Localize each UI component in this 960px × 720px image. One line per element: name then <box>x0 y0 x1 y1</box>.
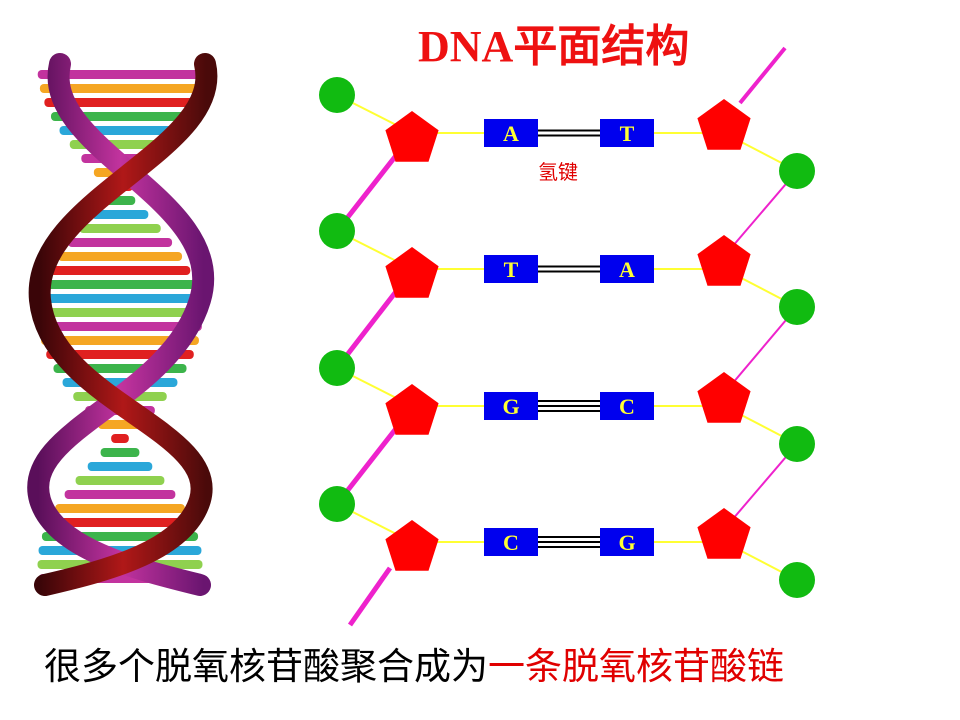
base-box-right <box>600 119 654 147</box>
base-letter-left: G <box>502 394 519 419</box>
helix-strand-front <box>28 53 218 596</box>
caption-black-text: 很多个脱氧核苷酸聚合成为 <box>44 645 488 688</box>
helix-rung <box>111 434 129 443</box>
page-title: DNA平面结构 <box>418 22 690 71</box>
phosphate-icon <box>319 77 355 113</box>
sugar-pentagon-icon <box>385 111 439 162</box>
helix-rung <box>39 294 201 303</box>
helix-strand-back <box>27 53 214 596</box>
base-box-right <box>600 392 654 420</box>
helix-rung <box>47 518 193 527</box>
phosphate-icon <box>319 213 355 249</box>
base-box-left <box>484 392 538 420</box>
helix-rung <box>49 266 191 275</box>
backbone-tail-top <box>738 46 787 105</box>
helix-rung <box>64 490 176 499</box>
helix-rung <box>75 476 165 485</box>
phosphate-icon <box>779 562 815 598</box>
phosphate-icon <box>779 153 815 189</box>
helix-rung <box>38 322 202 331</box>
base-letter-left: A <box>503 121 519 146</box>
base-box-left <box>484 119 538 147</box>
caption-red-text: 一条脱氧核苷酸链 <box>488 645 784 688</box>
helix-rung <box>43 280 197 289</box>
sugar-pentagon-icon <box>385 520 439 571</box>
sugar-pentagon-icon <box>697 508 751 559</box>
helix-rung <box>41 336 199 345</box>
helix-rung <box>37 308 203 317</box>
base-letter-right: C <box>619 394 635 419</box>
helix-rung <box>91 210 149 219</box>
helix-rung <box>100 448 140 457</box>
hydrogen-bond-label: 氢键 <box>538 160 578 184</box>
backbone-tail-bottom <box>347 566 393 627</box>
base-box-left <box>484 528 538 556</box>
sugar-pentagon-icon <box>697 235 751 286</box>
base-letter-right: G <box>618 530 635 555</box>
base-pairs: A T T A G C C G <box>319 77 815 598</box>
base-letter-left: T <box>504 257 519 282</box>
helix-rung <box>37 70 203 79</box>
base-letter-right: T <box>620 121 635 146</box>
sugar-pentagon-icon <box>385 247 439 298</box>
helix-rung <box>67 238 173 247</box>
sugar-pentagon-icon <box>385 384 439 435</box>
phosphate-icon <box>779 289 815 325</box>
base-box-right <box>600 528 654 556</box>
base-box-left <box>484 255 538 283</box>
base-box-right <box>600 255 654 283</box>
base-letter-right: A <box>619 257 635 282</box>
phosphate-icon <box>319 350 355 386</box>
helix-rung <box>39 84 201 93</box>
sugar-pentagon-icon <box>697 372 751 423</box>
phosphate-icon <box>779 426 815 462</box>
helix-rung <box>87 462 153 471</box>
helix-rung <box>57 252 183 261</box>
sugar-pentagon-icon <box>697 99 751 150</box>
caption: 很多个脱氧核苷酸聚合成为一条脱氧核苷酸链 <box>44 636 784 690</box>
phosphate-icon <box>319 486 355 522</box>
helix-rung <box>44 98 196 107</box>
helix-rung <box>79 224 161 233</box>
helix-rung <box>55 504 185 513</box>
dna-helix-illustration <box>27 53 218 596</box>
base-letter-left: C <box>503 530 519 555</box>
